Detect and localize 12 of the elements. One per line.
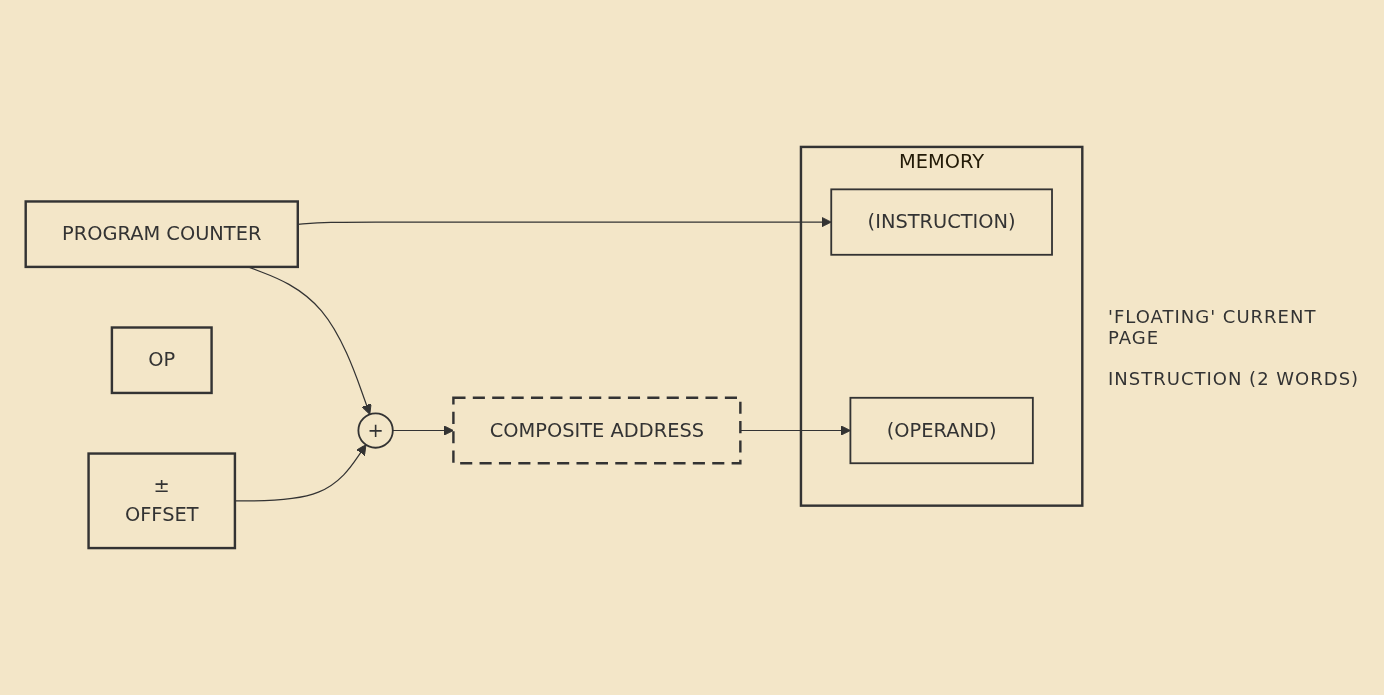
arrow bbox=[234, 444, 367, 502]
node-box: COMPOSITE ADDRESS bbox=[452, 396, 742, 465]
node-box: PROGRAM COUNTER bbox=[24, 200, 299, 269]
arrow bbox=[392, 425, 454, 436]
node-box: OP bbox=[110, 326, 213, 395]
note-text: 'FLOATING' CURRENT PAGE bbox=[1108, 306, 1318, 348]
node-circle: + bbox=[357, 412, 394, 449]
arrow bbox=[297, 216, 832, 228]
node-box: (INSTRUCTION) bbox=[830, 188, 1053, 256]
node-box: (OPERAND) bbox=[849, 396, 1034, 465]
note-text: INSTRUCTION (2 WORDS) bbox=[1108, 368, 1361, 389]
node-box: ± OFFSET bbox=[87, 452, 237, 550]
